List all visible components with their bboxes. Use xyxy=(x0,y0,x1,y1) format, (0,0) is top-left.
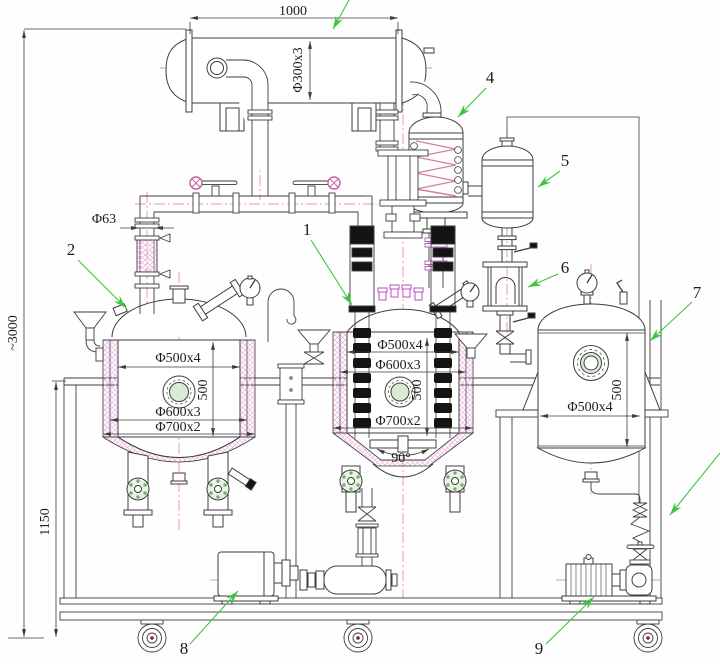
left-reactor-h500: 500 xyxy=(196,380,211,401)
gate-valve-icon xyxy=(632,548,648,561)
left-reactor xyxy=(101,275,261,528)
right-drain-line xyxy=(590,482,655,565)
condenser-downcomer-pipe xyxy=(226,59,273,196)
dim-frame-height: 1150 xyxy=(38,508,53,535)
agitator-drive xyxy=(377,149,429,239)
caster-icon xyxy=(343,619,373,653)
dim-condenser-dia: Φ300x3 xyxy=(291,47,306,92)
feed-funnel-right xyxy=(454,333,488,359)
inline-pump xyxy=(299,565,398,595)
caster-wheels xyxy=(137,619,663,653)
callout-7: 7 xyxy=(693,283,702,302)
ball-valve-icon xyxy=(189,176,240,214)
sightglass-icon xyxy=(384,376,416,408)
valve-icon xyxy=(303,351,325,365)
between-cluster xyxy=(267,288,331,405)
left-riser-manifold xyxy=(134,176,373,314)
sightglass-icon xyxy=(573,345,609,381)
actuator-icon xyxy=(348,225,376,438)
leg-flange-icon xyxy=(339,469,363,493)
swan-neck-pipe xyxy=(267,288,295,342)
sightglass-icon xyxy=(162,375,196,409)
dim-overall-height: ~3000 xyxy=(6,315,21,351)
valve-icon xyxy=(357,506,377,522)
caster-icon xyxy=(137,619,167,653)
callout-2: 2 xyxy=(67,240,76,259)
pressure-gauge-icon xyxy=(460,282,480,308)
dim-width-1000: 1000 xyxy=(279,4,307,19)
vent-valve-icon xyxy=(616,279,628,305)
right-vessel-d500: Φ500x4 xyxy=(567,400,612,415)
callout-5: 5 xyxy=(561,151,570,170)
dimension-texts: 1000 Φ300x3 Φ63 ~3000 1150 Φ500x4 500 Φ6… xyxy=(6,4,625,536)
left-reactor-d700: Φ700x2 xyxy=(155,420,200,435)
sight-glass-tube xyxy=(495,277,516,304)
callout-9: 9 xyxy=(535,639,544,658)
valve-icon xyxy=(631,502,649,518)
flex-joint-icon xyxy=(630,516,651,543)
vapor-riser-pipe xyxy=(375,103,399,152)
dim-pipe-dia: Φ63 xyxy=(92,212,116,227)
caster-icon xyxy=(633,619,663,653)
center-reactor-cone-angle: 90° xyxy=(391,451,411,466)
center-reactor-h500: 500 xyxy=(410,380,425,401)
thermowell xyxy=(227,467,257,491)
ball-valve-icon xyxy=(288,176,341,214)
leg-flange-icon xyxy=(443,469,467,493)
condenser-to-coil-pipe xyxy=(409,80,447,117)
leg-flange-icon xyxy=(126,477,150,501)
leg-flange-icon xyxy=(206,477,230,501)
bellows xyxy=(136,239,158,273)
callout-leaders xyxy=(77,0,720,645)
actuator-columns xyxy=(348,225,457,438)
center-reactor-d500: Φ500x4 xyxy=(377,338,422,353)
callout-1: 1 xyxy=(303,220,312,239)
leader-cropped xyxy=(332,0,350,30)
leader-frame xyxy=(669,452,720,516)
dome-nozzles xyxy=(377,284,424,301)
reactor-drain xyxy=(355,488,379,567)
right-vessel-h500: 500 xyxy=(610,380,625,401)
left-reactor-d600: Φ600x3 xyxy=(155,405,200,420)
vacuum-pump-unit xyxy=(213,551,398,605)
callout-numbers: 1 2 4 5 6 7 8 9 xyxy=(67,68,702,658)
callout-6: 6 xyxy=(561,258,570,277)
centrifugal-pump-unit xyxy=(561,554,657,605)
sight-glass-assembly xyxy=(482,261,536,365)
actuator-icon xyxy=(429,225,457,438)
internal-coil xyxy=(415,140,457,197)
receiver-tank xyxy=(481,116,640,503)
pressure-gauge-icon xyxy=(576,269,598,305)
valve-icon xyxy=(495,330,515,345)
callout-8: 8 xyxy=(180,639,189,658)
dimensions xyxy=(8,16,640,639)
clamp-icon xyxy=(158,233,171,279)
pressure-gauge-icon xyxy=(239,275,261,306)
right-vessel xyxy=(522,269,661,483)
overhead-line xyxy=(506,116,640,503)
center-reactor-d700: Φ700x2 xyxy=(375,414,420,429)
callout-4: 4 xyxy=(486,68,495,87)
condenser xyxy=(165,29,435,132)
feed-funnel xyxy=(73,311,107,362)
left-reactor-d500: Φ500x4 xyxy=(155,351,200,366)
center-reactor-d600: Φ600x3 xyxy=(375,358,420,373)
